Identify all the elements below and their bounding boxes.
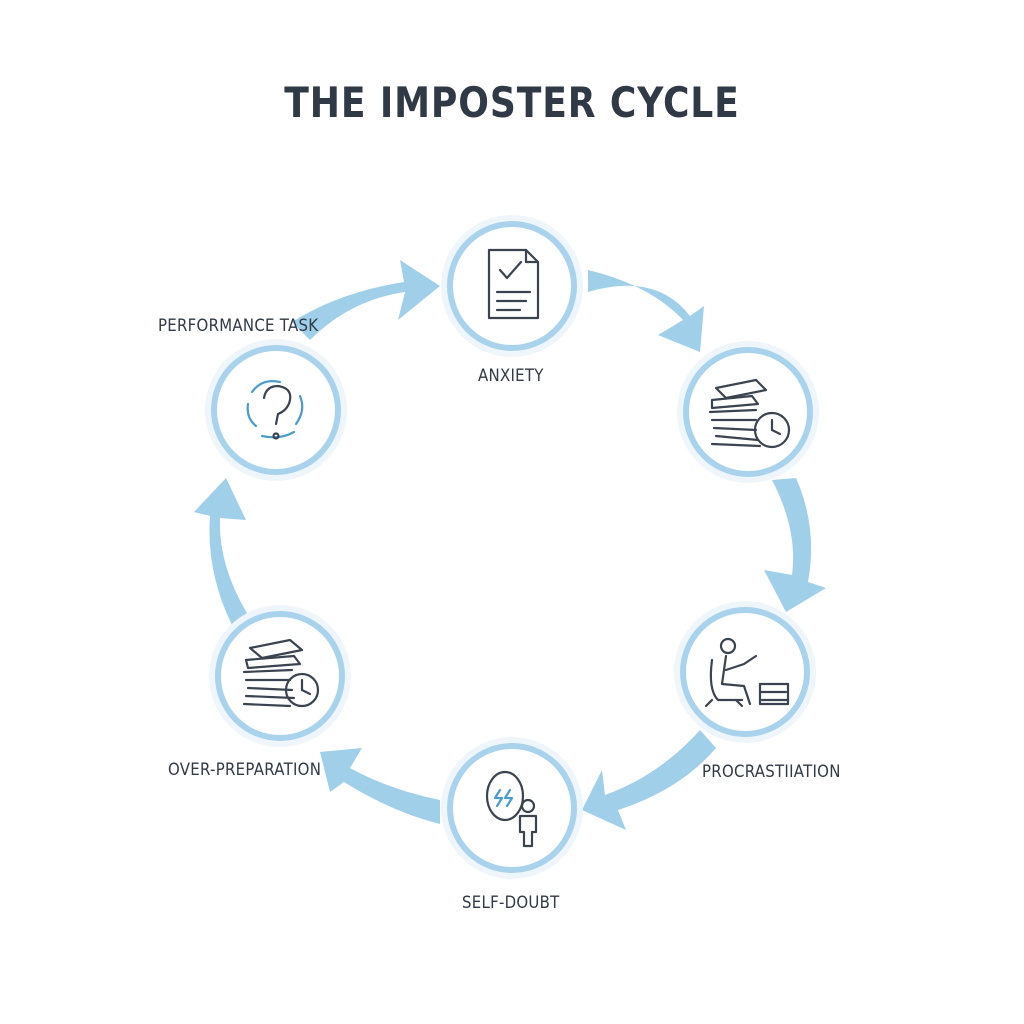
label-anxiety: ANXIETY	[478, 366, 544, 386]
arrow-performance-to-anxiety	[292, 260, 440, 340]
question-mark-icon	[246, 380, 304, 440]
label-procrastination: PROCRASTIIATION	[702, 762, 841, 782]
arrow-anxiety-to-procrastination	[588, 270, 704, 352]
label-performance-task: PERFORMANCE TASK	[158, 316, 319, 336]
books-clock-icon	[708, 378, 791, 449]
books-clock-icon	[242, 638, 320, 708]
arrow-to-over-preparation	[320, 748, 440, 824]
label-over-preparation: OVER-PREPARATION	[168, 760, 322, 780]
node-anxiety	[441, 215, 583, 357]
label-self-doubt: SELF-DOUBT	[462, 893, 560, 913]
arrow-to-self-doubt	[582, 730, 716, 830]
node-self-doubt	[441, 737, 583, 879]
node-procrastination	[674, 601, 816, 743]
person-mirror-icon	[485, 770, 538, 848]
cycle-arrows	[194, 260, 826, 830]
checked-document-icon	[487, 248, 540, 320]
diagram-title: THE IMPOSTER CYCLE	[284, 78, 740, 127]
node-performance-task	[205, 339, 347, 481]
node-books-clock-right	[677, 341, 819, 483]
arrow-right-down	[764, 478, 826, 612]
arrow-to-performance	[194, 478, 248, 625]
node-over-preparation	[209, 605, 351, 747]
person-reading-icon	[704, 637, 790, 708]
